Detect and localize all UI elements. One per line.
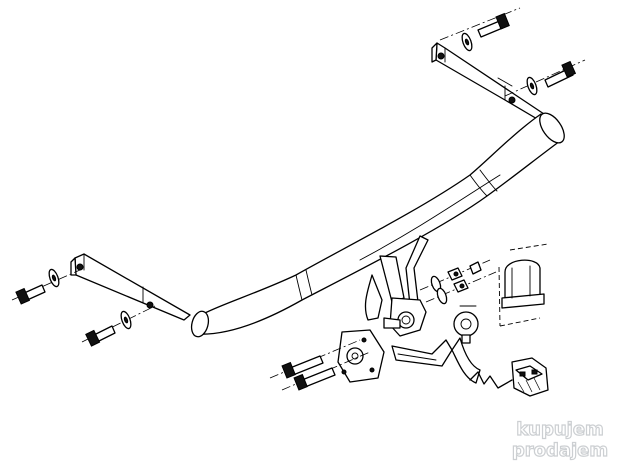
electrical-socket [511, 357, 549, 397]
washer-top-1 [461, 32, 473, 52]
watermark: kupujem prodajem [506, 416, 614, 462]
bolt-top-1 [439, 7, 521, 41]
washer-top-2 [526, 76, 538, 96]
washer-left-1 [48, 268, 60, 288]
socket-cap-detail [498, 243, 549, 327]
watermark-line1: kupujem [516, 419, 604, 440]
crossbar-tube [190, 112, 565, 338]
bolt-top-2 [504, 59, 586, 97]
tow-ball-neck [391, 337, 481, 384]
watermark-line2: prodajem [512, 440, 608, 461]
bolt-left-1 [11, 269, 81, 305]
left-mounting-bracket [70, 253, 191, 321]
center-drop-bracket [364, 235, 429, 337]
washer-left-2 [120, 310, 132, 330]
tow-ball [453, 305, 479, 344]
bolt-left-2 [81, 305, 156, 347]
bolts-socket-plate [269, 339, 371, 391]
right-mounting-bracket [431, 42, 551, 124]
cable [469, 371, 513, 389]
nuts-center [419, 259, 497, 305]
